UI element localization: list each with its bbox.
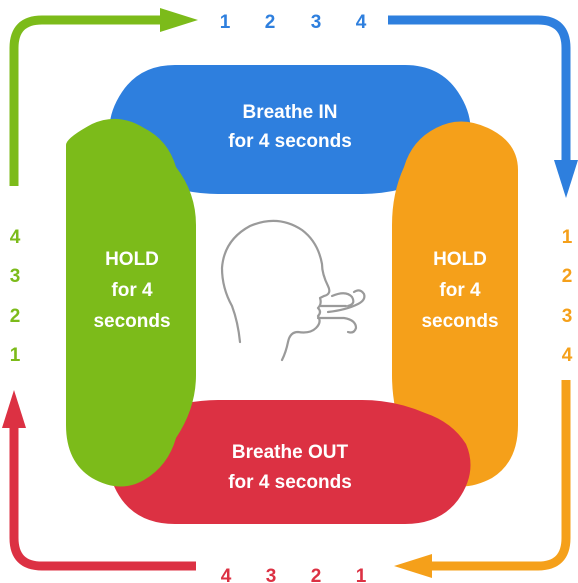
left-count-3: 3 (10, 266, 21, 287)
hold-left-line2: for 4 (111, 280, 153, 301)
blue-arrow (388, 15, 578, 198)
breathe-in-panel: Breathe IN for 4 seconds (109, 65, 471, 194)
orange-arrow (394, 380, 571, 578)
hold-left-line1: HOLD (105, 249, 159, 270)
bottom-count-1: 1 (356, 566, 367, 583)
right-count-1: 1 (562, 227, 573, 248)
green-arrow (9, 8, 198, 186)
top-counts: 1 2 3 4 (220, 12, 367, 33)
exhaling-head-icon (220, 219, 366, 362)
right-counts: 1 2 3 4 (562, 227, 573, 366)
hold-left-panel: HOLD for 4 seconds (66, 118, 196, 487)
breathe-in-shape (109, 65, 471, 194)
bottom-count-4: 4 (221, 566, 232, 583)
right-count-2: 2 (562, 266, 573, 287)
left-counts: 4 3 2 1 (10, 227, 21, 366)
hold-right-line3: seconds (421, 311, 498, 332)
top-count-3: 3 (311, 12, 322, 33)
top-count-4: 4 (356, 12, 367, 33)
hold-left-shape (66, 118, 196, 487)
left-count-4: 4 (10, 227, 21, 248)
breathe-out-line1: Breathe OUT (232, 442, 349, 463)
breathe-out-panel: Breathe OUT for 4 seconds (109, 400, 471, 524)
bottom-count-2: 2 (311, 566, 322, 583)
right-count-4: 4 (562, 345, 573, 366)
hold-right-line2: for 4 (439, 280, 481, 301)
hold-right-line1: HOLD (433, 249, 487, 270)
breathe-out-line2: for 4 seconds (228, 472, 352, 493)
left-count-2: 2 (10, 306, 21, 327)
left-count-1: 1 (10, 345, 21, 366)
bottom-counts: 4 3 2 1 (221, 566, 367, 583)
breathe-in-line2: for 4 seconds (228, 131, 352, 152)
red-arrow (2, 390, 196, 571)
right-count-3: 3 (562, 306, 573, 327)
top-count-2: 2 (265, 12, 276, 33)
top-count-1: 1 (220, 12, 231, 33)
breathe-out-shape (109, 400, 471, 524)
bottom-count-3: 3 (266, 566, 277, 583)
hold-right-shape (392, 121, 518, 487)
hold-left-line3: seconds (93, 311, 170, 332)
hold-right-panel: HOLD for 4 seconds (392, 121, 518, 487)
breathe-in-line1: Breathe IN (242, 102, 337, 123)
